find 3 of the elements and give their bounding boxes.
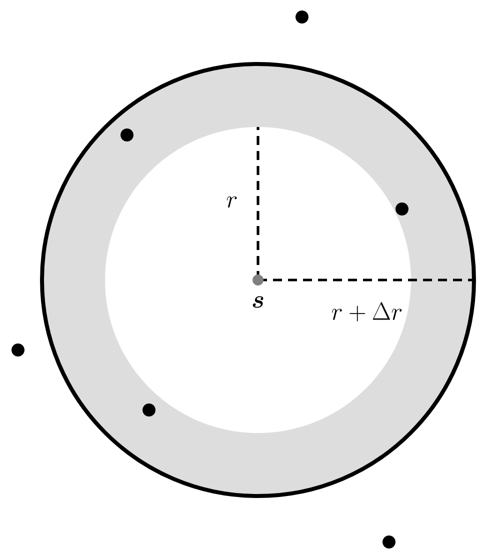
math-label: $r$ — [226, 196, 237, 208]
math-label: $\boldsymbol{s}$ — [252, 296, 264, 308]
math-label: $r+\Delta r$ — [332, 302, 402, 322]
